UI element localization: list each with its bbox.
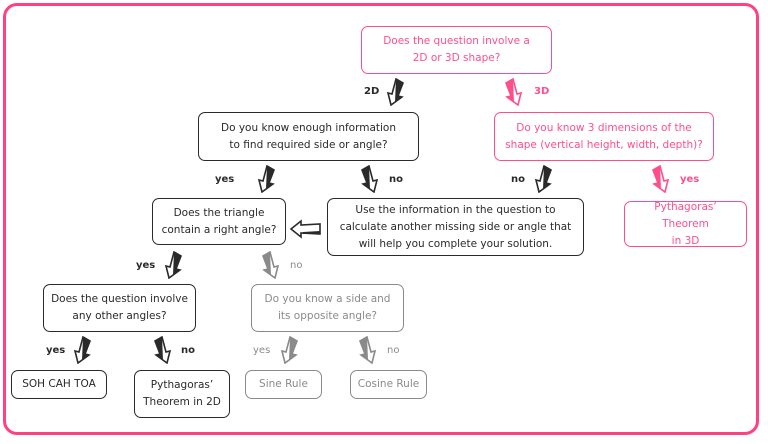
arrow-no-icon [154,336,171,364]
node-other-angles-question: Does the question involve any other angl… [43,284,196,332]
label-know-enough-yes: yes [215,174,235,185]
arrow-yes-icon [281,336,298,364]
node-side-opposite-angle: Do you know a side and its opposite angl… [251,284,404,332]
arrow-yes-icon [74,336,91,364]
node-pythagoras-3d: Pythagoras’ Theorem in 3D [624,201,747,247]
label-right-no: no [290,260,303,271]
node-use-information: Use the information in the question to c… [327,198,584,256]
arrow-yes-icon [165,251,182,279]
label-right-yes: yes [136,260,156,271]
arrow-yes-icon [258,165,275,193]
diagram-frame [3,3,759,435]
arrow-3d-icon [505,78,522,106]
node-right-angle-question: Does the triangle contain a right angle? [152,198,286,245]
label-side-yes: yes [253,345,271,356]
arrow-left-icon [289,219,321,239]
label-side-no: no [387,345,400,356]
label-other-no: no [181,345,195,356]
node-pythagoras-2d: Pythagoras’ Theorem in 2D [134,370,230,418]
label-dims-yes: yes [680,174,700,185]
node-know-enough-info: Do you know enough information to find r… [198,112,419,161]
node-2d-or-3d-question: Does the question involve a 2D or 3D sha… [361,26,552,74]
arrow-no-icon [359,336,376,364]
arrow-no-icon [262,251,279,279]
arrow-yes-icon [652,165,669,193]
node-soh-cah-toa: SOH CAH TOA [11,370,107,399]
label-3d: 3D [534,86,550,97]
node-cosine-rule: Cosine Rule [350,370,427,399]
arrow-no-icon [535,165,552,193]
label-know-enough-no: no [389,174,403,185]
label-other-yes: yes [46,345,66,356]
arrow-2d-icon [387,78,404,106]
label-dims-no: no [511,174,525,185]
arrow-no-icon [361,165,378,193]
node-sine-rule: Sine Rule [245,370,322,399]
label-2d: 2D [364,86,380,97]
node-know-3-dimensions: Do you know 3 dimensions of the shape (v… [494,112,714,161]
